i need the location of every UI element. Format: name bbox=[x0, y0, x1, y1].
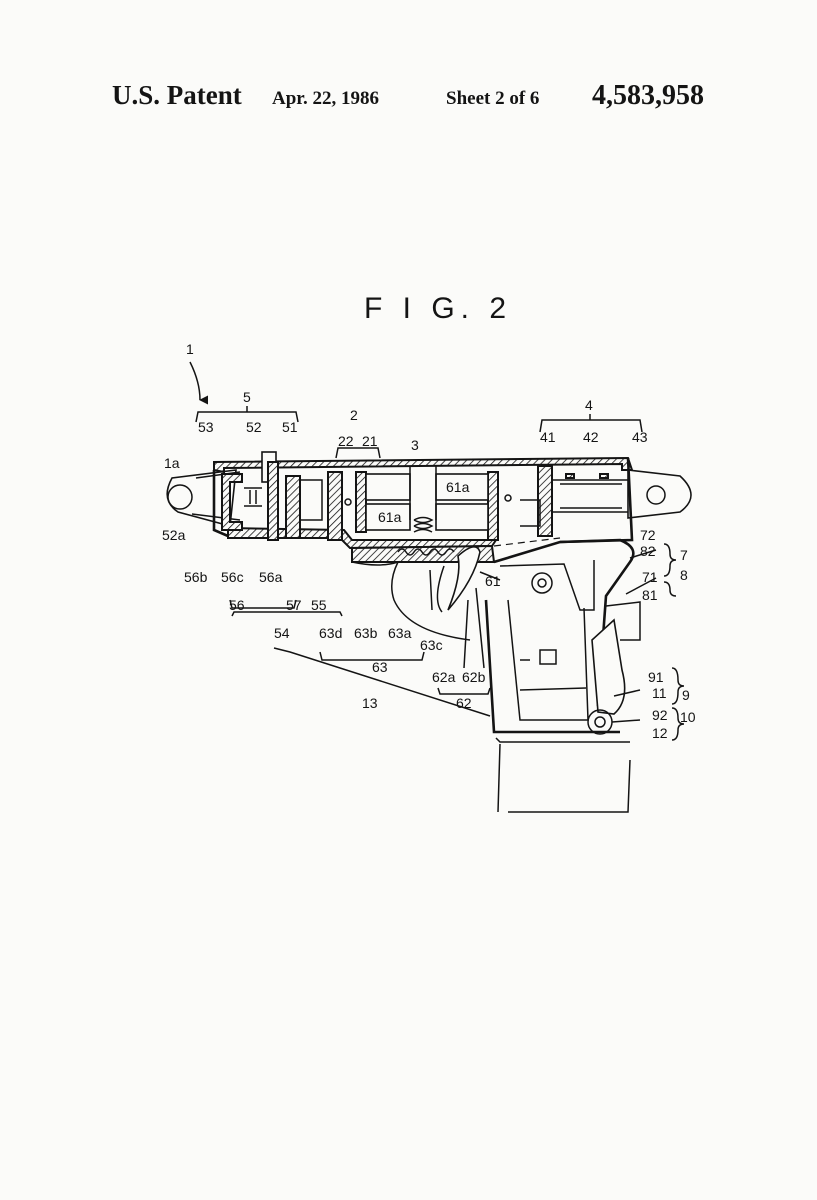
label-52: 52 bbox=[246, 419, 262, 435]
pressure-chamber bbox=[327, 466, 512, 541]
label-9: 9 bbox=[682, 687, 690, 703]
trigger-mechanism bbox=[351, 544, 553, 641]
label-92: 92 bbox=[652, 707, 668, 723]
label-10: 10 bbox=[680, 709, 696, 725]
label-43: 43 bbox=[632, 429, 648, 445]
label-71: 71 bbox=[642, 569, 658, 585]
label-61: 61 bbox=[485, 573, 501, 589]
label-51: 51 bbox=[282, 419, 298, 435]
figure-title: F I G. 2 bbox=[364, 292, 513, 325]
label-55: 55 bbox=[311, 597, 327, 613]
label-57: 57 bbox=[286, 597, 302, 613]
label-2: 2 bbox=[350, 407, 358, 423]
label-56c: 56c bbox=[221, 569, 244, 585]
reference-arrow bbox=[189, 361, 209, 405]
reference-labels: 1 1a 5 53 52 51 2 22 21 3 61a 61a 4 41 4… bbox=[162, 341, 696, 741]
label-21: 21 bbox=[362, 433, 378, 449]
label-7: 7 bbox=[680, 547, 688, 563]
label-1: 1 bbox=[186, 341, 194, 357]
patent-label: U.S. Patent bbox=[112, 80, 242, 110]
label-72: 72 bbox=[640, 527, 656, 543]
patent-date: Apr. 22, 1986 bbox=[272, 88, 379, 109]
label-81: 81 bbox=[642, 587, 658, 603]
sheet-number: Sheet 2 of 6 bbox=[446, 88, 540, 109]
label-42: 42 bbox=[583, 429, 599, 445]
label-8: 8 bbox=[680, 567, 688, 583]
label-1a: 1a bbox=[164, 455, 180, 471]
label-5: 5 bbox=[243, 389, 251, 405]
rear-lug bbox=[627, 469, 692, 519]
label-56: 56 bbox=[229, 597, 245, 613]
label-3: 3 bbox=[411, 437, 419, 453]
handle bbox=[484, 537, 641, 813]
label-56a: 56a bbox=[259, 569, 283, 585]
label-22: 22 bbox=[338, 433, 354, 449]
label-11: 11 bbox=[652, 685, 667, 701]
label-41: 41 bbox=[540, 429, 556, 445]
label-56b: 56b bbox=[184, 569, 208, 585]
rear-barrel bbox=[520, 465, 628, 537]
label-82: 82 bbox=[640, 543, 656, 559]
patent-number: 4,583,958 bbox=[592, 80, 704, 111]
label-63: 63 bbox=[372, 659, 388, 675]
label-63b: 63b bbox=[354, 625, 378, 641]
label-62a: 62a bbox=[432, 669, 456, 685]
label-13: 13 bbox=[362, 695, 378, 711]
label-62b: 62b bbox=[462, 669, 486, 685]
leader-lines bbox=[195, 406, 685, 741]
label-53: 53 bbox=[198, 419, 214, 435]
label-63a: 63a bbox=[388, 625, 412, 641]
label-52a: 52a bbox=[162, 527, 186, 543]
label-63c: 63c bbox=[420, 637, 443, 653]
label-63d: 63d bbox=[319, 625, 342, 641]
label-91: 91 bbox=[648, 669, 664, 685]
label-4: 4 bbox=[585, 397, 593, 413]
label-61a-upper: 61a bbox=[446, 479, 470, 495]
label-62: 62 bbox=[456, 695, 472, 711]
label-54: 54 bbox=[274, 625, 290, 641]
label-12: 12 bbox=[652, 725, 668, 741]
label-61a-lower: 61a bbox=[378, 509, 402, 525]
nozzle-block bbox=[221, 451, 323, 541]
